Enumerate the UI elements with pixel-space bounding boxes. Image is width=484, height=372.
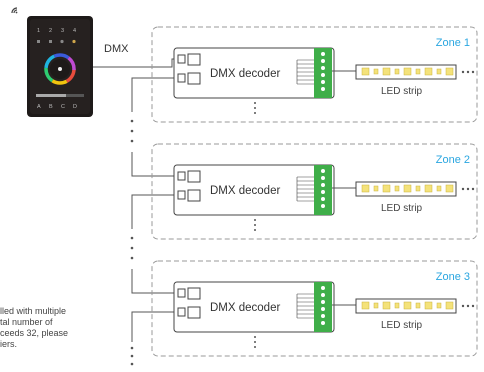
zone-3-strip-label: LED strip [381, 320, 423, 331]
wiring-note: lled with multiple tal number of ceeds 3… [0, 306, 132, 350]
zone-3-led-strip: LED strip [355, 298, 475, 331]
panel-zone-buttons: 1 2 3 4 [37, 28, 76, 34]
zone-3-label: Zone 3 [436, 271, 470, 283]
zone-1: Zone 1 DMX decoder [151, 26, 478, 123]
dmx-label: DMX [104, 43, 129, 55]
panel-button-d-label: D [73, 104, 77, 110]
zone-1-decoder: DMX decoder [173, 47, 335, 99]
panel-bottom-buttons: A B C D [37, 104, 77, 110]
zone-1-label: Zone 1 [436, 37, 470, 49]
note-line-1: lled with multiple [0, 306, 67, 316]
note-line-4: iers. [0, 339, 18, 349]
note-line-2: tal number of [0, 317, 53, 327]
dmx-cable-panel-to-zone1 [93, 58, 178, 68]
wireless-signal-icon [11, 7, 18, 14]
zone-2-decoder-label: DMX decoder [210, 185, 280, 197]
note-line-3: ceeds 32, please [0, 328, 69, 338]
panel-button-1-label: 1 [37, 28, 40, 34]
panel-button-4-label: 4 [73, 28, 76, 34]
panel-button-a-label: A [37, 104, 41, 110]
zone-2-label: Zone 2 [436, 154, 470, 166]
zone-3: Zone 3 DMX decoder [151, 260, 478, 357]
brightness-slider [36, 94, 84, 97]
zone-2-strip-label: LED strip [381, 203, 423, 214]
color-wheel-ring [44, 53, 76, 85]
panel-mode-icons [37, 39, 76, 44]
zone-2-decoder: DMX decoder [173, 164, 335, 216]
zone-2: Zone 2 DMX decoder [151, 143, 478, 240]
zone-3-decoder: DMX decoder [173, 281, 335, 333]
zone-3-decoder-label: DMX decoder [210, 302, 280, 314]
zone-1-decoder-label: DMX decoder [210, 68, 280, 80]
zone-1-strip-label: LED strip [381, 86, 423, 97]
zone-2-led-strip: LED strip [355, 181, 475, 214]
panel-button-c-label: C [61, 104, 65, 110]
panel-button-3-label: 3 [61, 28, 64, 34]
daisy-chain-cables [131, 77, 178, 342]
dmx-control-panel: 1 2 3 4 A B C D [27, 16, 93, 117]
continuation-dots [130, 119, 134, 366]
panel-button-2-label: 2 [49, 28, 52, 34]
panel-button-b-label: B [49, 104, 53, 110]
zone-1-led-strip: LED strip [355, 64, 475, 97]
